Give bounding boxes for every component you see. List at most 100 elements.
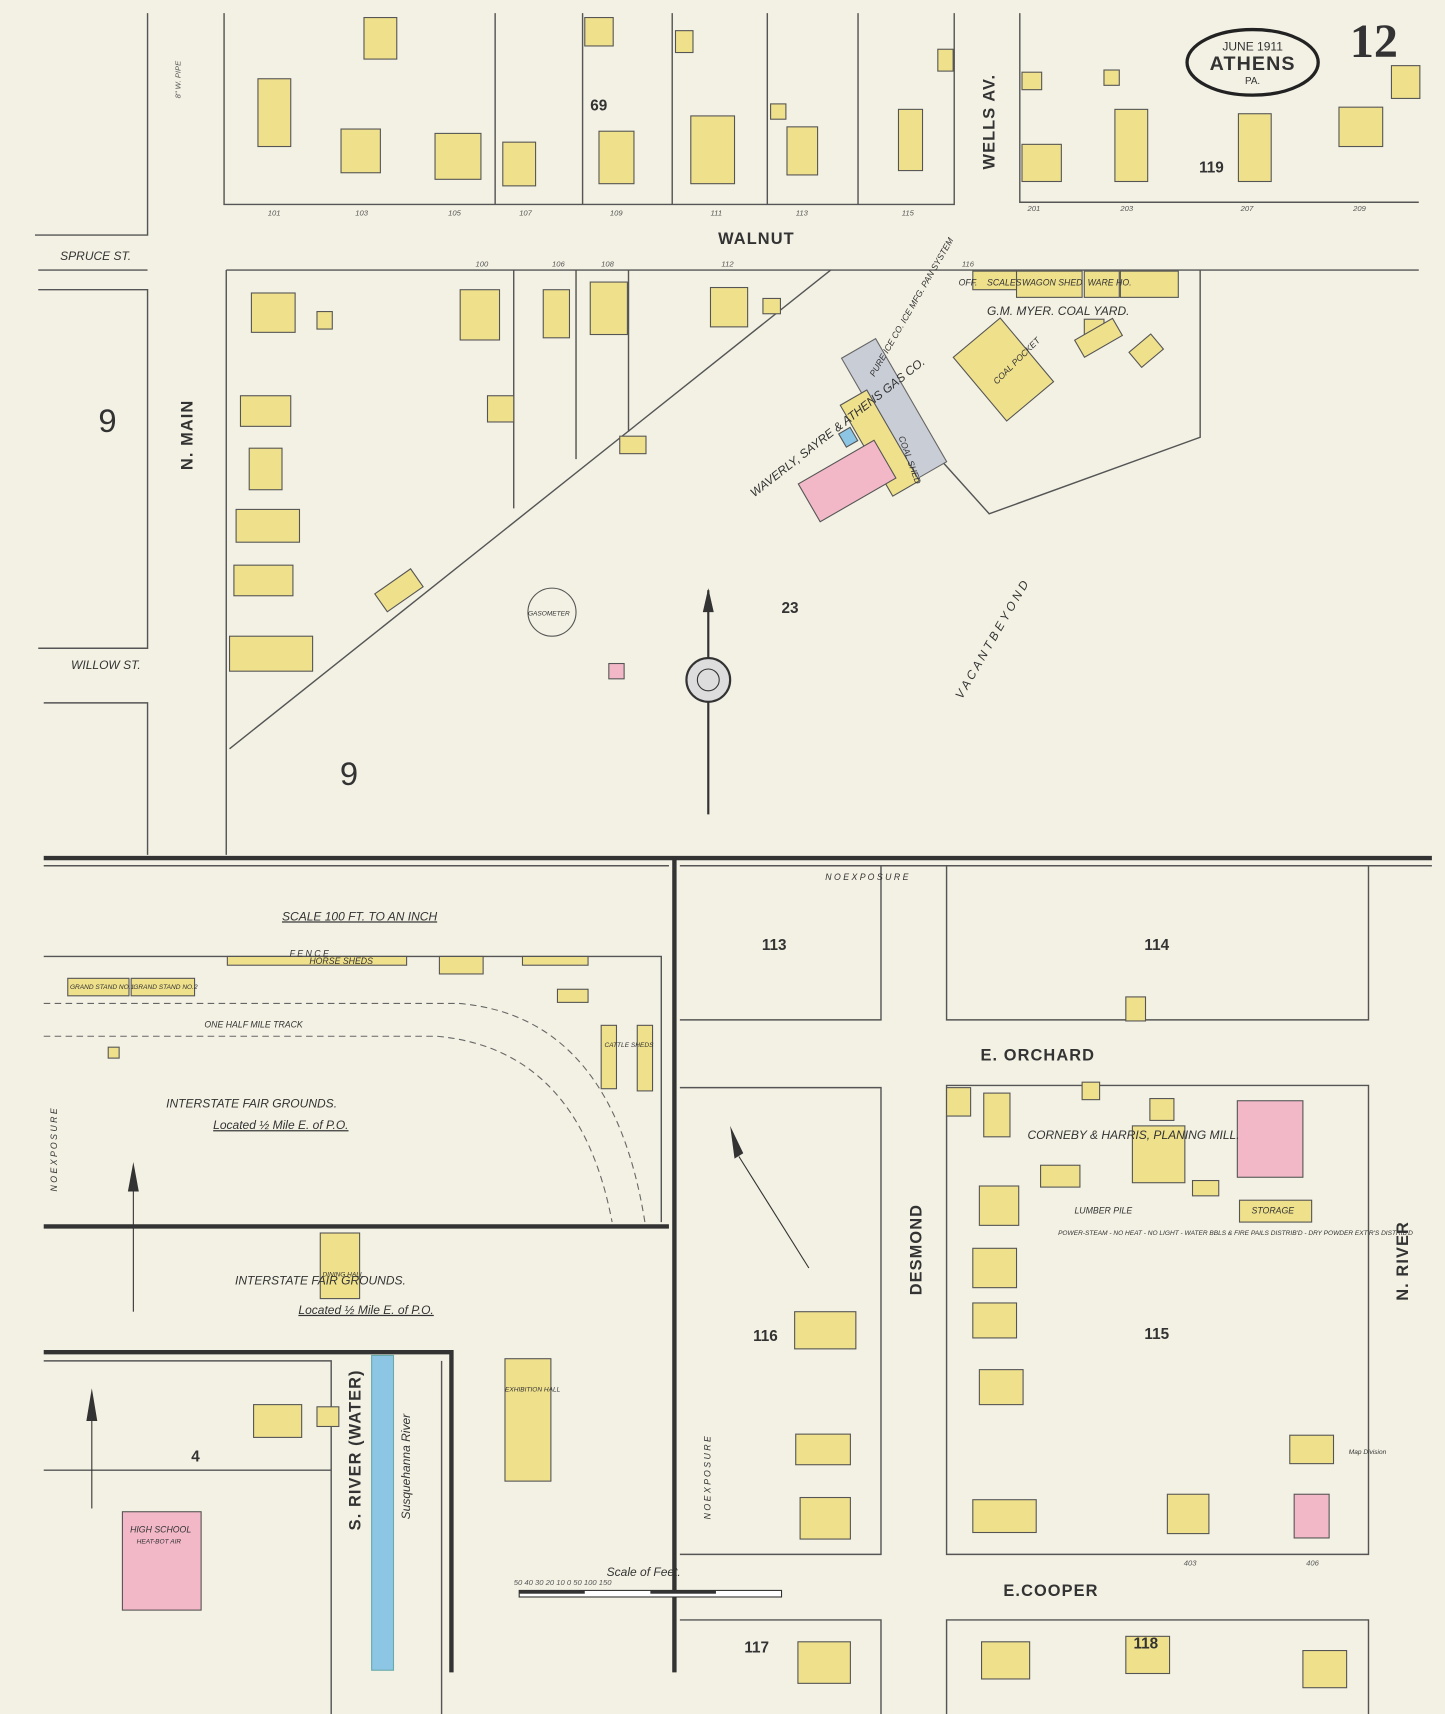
frame-building xyxy=(1149,1098,1175,1121)
block-69: 69 xyxy=(590,97,607,114)
block-115: 115 xyxy=(1144,1326,1169,1343)
frame-building xyxy=(1237,113,1272,183)
fair-grounds-label: INTERSTATE FAIR GROUNDS. xyxy=(235,1273,406,1287)
gasometer-label: GASOMETER xyxy=(528,610,570,617)
frame-building xyxy=(1083,270,1120,298)
frame-building xyxy=(556,988,589,1003)
exhibition-hall-label: EXHIBITION HALL xyxy=(505,1386,561,1393)
frame-building xyxy=(1081,1081,1101,1101)
no-exposure-label: N O E X P O S U R E xyxy=(825,872,908,882)
block-118: 118 xyxy=(1133,1635,1158,1652)
map-date: JUNE 1911 xyxy=(1222,39,1283,53)
frame-building xyxy=(584,16,614,47)
frame-building xyxy=(946,1087,972,1117)
gasometer-circle xyxy=(527,587,577,637)
street-e-cooper: E.COOPER xyxy=(1003,1582,1098,1600)
street-labels: WALNUT SPRUCE ST. WILLOW ST. N. MAIN WEL… xyxy=(60,60,1412,1600)
street-e-orchard: E. ORCHARD xyxy=(980,1046,1095,1064)
address: 201 xyxy=(1026,204,1040,213)
block-9: 9 xyxy=(98,402,116,439)
frame-building xyxy=(363,16,398,60)
block-lines xyxy=(34,13,1432,1714)
frame-building xyxy=(972,1302,1018,1339)
frame-building xyxy=(233,564,294,597)
address: 101 xyxy=(268,208,281,217)
frame-building xyxy=(502,141,537,187)
frame-building xyxy=(1131,1125,1186,1184)
frame-building xyxy=(897,108,924,172)
frame-building xyxy=(253,1404,303,1438)
lumber-pile-label: LUMBER PILE xyxy=(1074,1205,1132,1215)
scale-feet-label: Scale of Feet. xyxy=(607,1565,681,1579)
frame-building xyxy=(521,955,589,966)
frame-building xyxy=(589,281,628,336)
frame-building xyxy=(228,635,314,672)
frame-building xyxy=(799,1496,851,1540)
grandstand-1-label: GRAND STAND NO.1 xyxy=(70,984,135,991)
street-walnut: WALNUT xyxy=(718,230,795,248)
address: 113 xyxy=(796,208,809,217)
frame-building xyxy=(937,48,954,72)
block-numbers: 69 119 9 9 23 113 114 116 115 117 118 4 xyxy=(98,97,1223,1656)
frame-building xyxy=(235,508,301,543)
frame-building xyxy=(709,286,749,328)
address: 207 xyxy=(1240,204,1254,213)
map-city: ATHENS xyxy=(1210,53,1296,75)
no-exposure-label: N O E X P O S U R E xyxy=(49,1108,59,1191)
frame-building xyxy=(542,289,571,339)
dining-hall-label: DINING HALL xyxy=(322,1272,363,1279)
frame-building xyxy=(786,126,819,176)
title-cartouche: JUNE 1911 ATHENS PA. 12 xyxy=(1185,15,1398,97)
river-label: Susquehanna River xyxy=(399,1413,413,1520)
frame-building xyxy=(1103,69,1120,86)
block-114: 114 xyxy=(1144,937,1169,954)
frame-building xyxy=(619,435,647,455)
frame-building xyxy=(1128,333,1165,369)
address: 203 xyxy=(1119,204,1133,213)
grandstand-2-label: GRAND STAND NO.2 xyxy=(133,984,198,991)
fair-grounds-location: Located ½ Mile E. of P.O. xyxy=(213,1118,348,1132)
frame-building xyxy=(1302,1650,1348,1689)
frame-building xyxy=(1289,1434,1335,1465)
frame-building xyxy=(1015,270,1083,298)
address: 209 xyxy=(1352,204,1366,213)
frame-building xyxy=(316,311,333,330)
stone-building xyxy=(837,426,859,448)
frame-building xyxy=(248,447,283,491)
frame-building xyxy=(794,1311,857,1350)
address: 106 xyxy=(552,260,565,269)
address-labels: 101 103 105 107 109 111 113 115 201 203 … xyxy=(268,204,1367,1567)
frame-building xyxy=(978,1369,1024,1406)
map-division-stamp: Map Division xyxy=(1349,1449,1387,1456)
address: 107 xyxy=(519,208,532,217)
compass-rose-icon xyxy=(86,587,810,1509)
address: 112 xyxy=(721,260,734,269)
frame-building xyxy=(1166,1493,1210,1535)
street-wells: WELLS AV. xyxy=(981,74,999,170)
frame-building xyxy=(1125,1635,1171,1675)
frame-building xyxy=(239,395,292,427)
frame-building xyxy=(1125,996,1147,1022)
brick-building xyxy=(608,662,625,680)
coal-yard-label: G.M. MYER. COAL YARD. xyxy=(987,304,1129,318)
track-label: ONE HALF MILE TRACK xyxy=(204,1020,304,1030)
map-state: PA. xyxy=(1245,76,1260,87)
office-label: OFF. xyxy=(959,277,978,287)
frame-building xyxy=(319,1232,361,1300)
high-school-note: HEAT-BOT AIR xyxy=(137,1538,182,1545)
frame-building xyxy=(67,977,130,997)
street-s-river: S. RIVER (WATER) xyxy=(347,1369,365,1530)
frame-building xyxy=(978,1185,1020,1226)
pipe-label: 8" W. PIPE xyxy=(173,60,182,99)
frame-building xyxy=(972,1247,1018,1289)
block-119: 119 xyxy=(1199,160,1224,177)
warehouse-label: WARE HO. xyxy=(1088,277,1132,287)
scales-label: SCALES xyxy=(987,277,1022,287)
block-23: 23 xyxy=(782,600,799,617)
frame-building xyxy=(600,1024,618,1090)
frame-building xyxy=(983,1092,1011,1138)
street-willow: WILLOW ST. xyxy=(71,658,141,672)
frame-building xyxy=(1021,143,1062,183)
high-school-label: HIGH SCHOOL xyxy=(130,1524,191,1534)
